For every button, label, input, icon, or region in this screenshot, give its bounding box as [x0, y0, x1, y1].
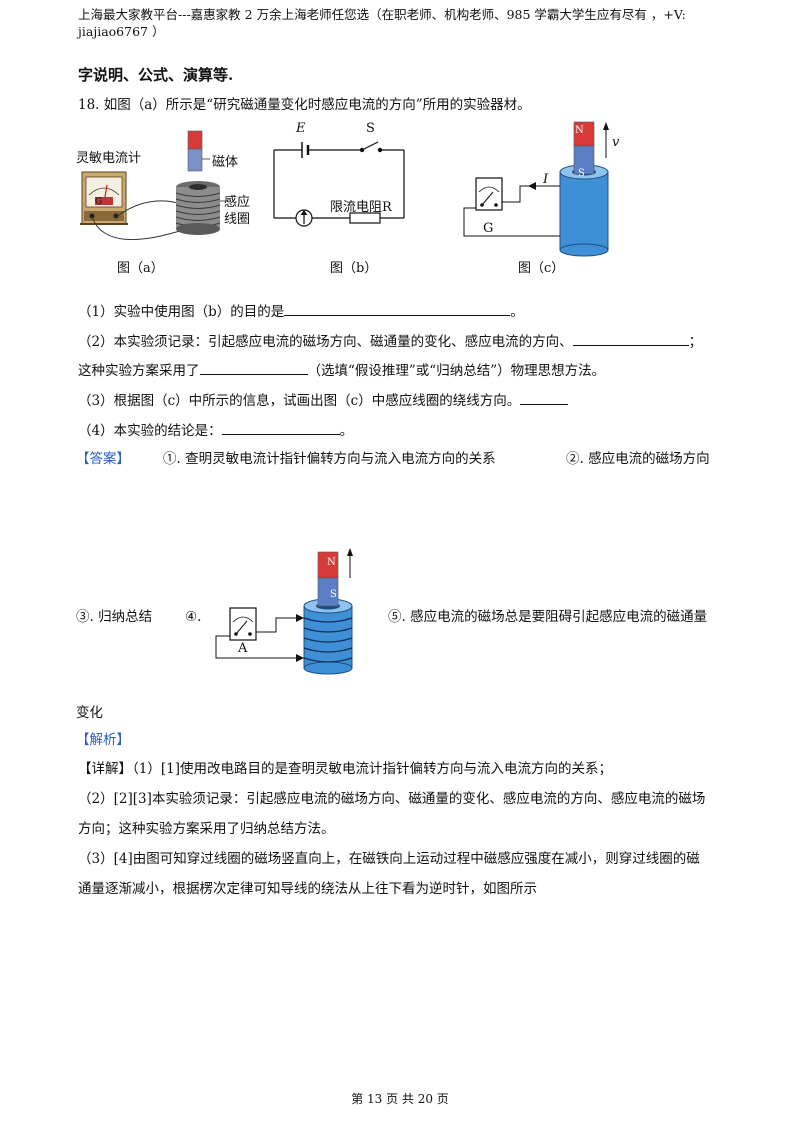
answer-blank-5[interactable]: [221, 420, 340, 435]
velocity-label: v: [612, 135, 620, 150]
answer-1: ①. 查明灵敏电流计指针偏转方向与流入电流方向的关系: [163, 451, 496, 467]
answer-blank-1[interactable]: [284, 301, 511, 316]
analysis-label: 【解析】: [76, 732, 130, 748]
header-line-2: jiajiao6767 ）: [78, 24, 165, 39]
header-line-1: 上海最大家教平台---嘉惠家教 2 万余上海老师任您选（在职老师、机构老师、98…: [78, 7, 686, 22]
galvanometer-label: 灵敏电流计: [76, 151, 142, 166]
answer-south-label: S: [330, 589, 337, 600]
section-heading: 字说明、公式、演算等.: [78, 66, 234, 84]
south-label: S: [578, 168, 585, 179]
detail-3b: 通量逐渐减小，根据楞次定律可知导线的绕法从上往下看为逆时针，如图所示: [78, 881, 537, 897]
detail-1: 【详解】（1）[1]使用改电路目的是查明灵敏电流计指针偏转方向与流入电流方向的关…: [78, 761, 612, 777]
answer-5-cont: 变化: [76, 705, 103, 721]
coil-label-1: 感应: [224, 195, 251, 210]
figure-b-caption: 图（b）: [330, 261, 378, 276]
sub-question-3: （3）根据图（c）中所示的信息，试画出图（c）中感应线圈的绕线方向。: [78, 390, 569, 410]
figure-a: [80, 130, 228, 240]
resistor-label: 限流电阻R: [330, 200, 392, 215]
detail-2b: 方向；这种实验方案采用了归纳总结方法。: [78, 821, 335, 837]
answer-blank-2[interactable]: [572, 331, 689, 346]
galvanometer-symbol: G: [95, 197, 103, 207]
emf-label: E: [296, 121, 306, 136]
sub-question-4: （4）本实验的结论是： 。: [78, 420, 353, 440]
answer-blank-3[interactable]: [199, 360, 308, 375]
sub-question-4-text: （4）本实验的结论是：: [78, 423, 222, 439]
figure-a-caption: 图（a）: [117, 261, 164, 276]
sub-question-1-text: （1）实验中使用图（b）的目的是: [78, 304, 285, 320]
answer-figure: [215, 548, 353, 675]
sub-question-2-cont-end: （选填“假设推理”或“归纳总结”）物理思想方法。: [307, 363, 606, 379]
sub-question-1: （1）实验中使用图（b）的目的是 。: [78, 301, 524, 321]
current-label: I: [543, 172, 549, 187]
answer-4: ④.: [185, 609, 202, 625]
meter-label: G: [483, 221, 494, 236]
sub-question-3-text: （3）根据图（c）中所示的信息，试画出图（c）中感应线圈的绕线方向。: [78, 393, 521, 409]
magnet-label: 磁体: [212, 155, 239, 170]
figure-c: [463, 121, 609, 257]
answer-label: 【答案】: [76, 451, 130, 467]
sub-question-2-cont-text: 这种实验方案采用了: [78, 363, 200, 379]
answer-north-label: N: [327, 557, 336, 568]
sub-question-2-cont: 这种实验方案采用了 （选填“假设推理”或“归纳总结”）物理思想方法。: [78, 360, 605, 380]
coil-label-2: 线圈: [224, 212, 251, 227]
sub-question-2: （2）本实验须记录：引起感应电流的磁场方向、磁通量的变化、感应电流的方向、 ；: [78, 331, 702, 351]
answer-3: ③. 归纳总结: [76, 609, 153, 625]
sub-question-4-end: 。: [339, 423, 354, 439]
answer-5: ⑤. 感应电流的磁场总是要阻碍引起感应电流的磁通量: [388, 609, 708, 625]
answer-meter-label: A: [238, 641, 248, 656]
detail-3a: （3）[4]由图可知穿过线圈的磁场竖直向上，在磁铁向上运动过程中磁感应强度在减小…: [78, 851, 700, 867]
answer-blank-4[interactable]: [520, 390, 569, 405]
sub-question-2-end: ；: [688, 334, 703, 350]
figure-c-caption: 图（c）: [518, 261, 565, 276]
figure-b: [273, 141, 405, 227]
page-footer: 第 13 页 共 20 页: [351, 1092, 449, 1106]
switch-label: S: [366, 121, 375, 136]
sub-question-1-end: 。: [510, 304, 524, 320]
answer-2: ②. 感应电流的磁场方向: [566, 451, 710, 467]
north-label: N: [575, 125, 584, 136]
sub-question-2-text: （2）本实验须记录：引起感应电流的磁场方向、磁通量的变化、感应电流的方向、: [78, 334, 573, 350]
detail-2a: （2）[2][3]本实验须记录：引起感应电流的磁场方向、磁通量的变化、感应电流的…: [78, 791, 706, 807]
question-stem: 18. 如图（a）所示是“研究磁通量变化时感应电流的方向”所用的实验器材。: [78, 97, 531, 113]
